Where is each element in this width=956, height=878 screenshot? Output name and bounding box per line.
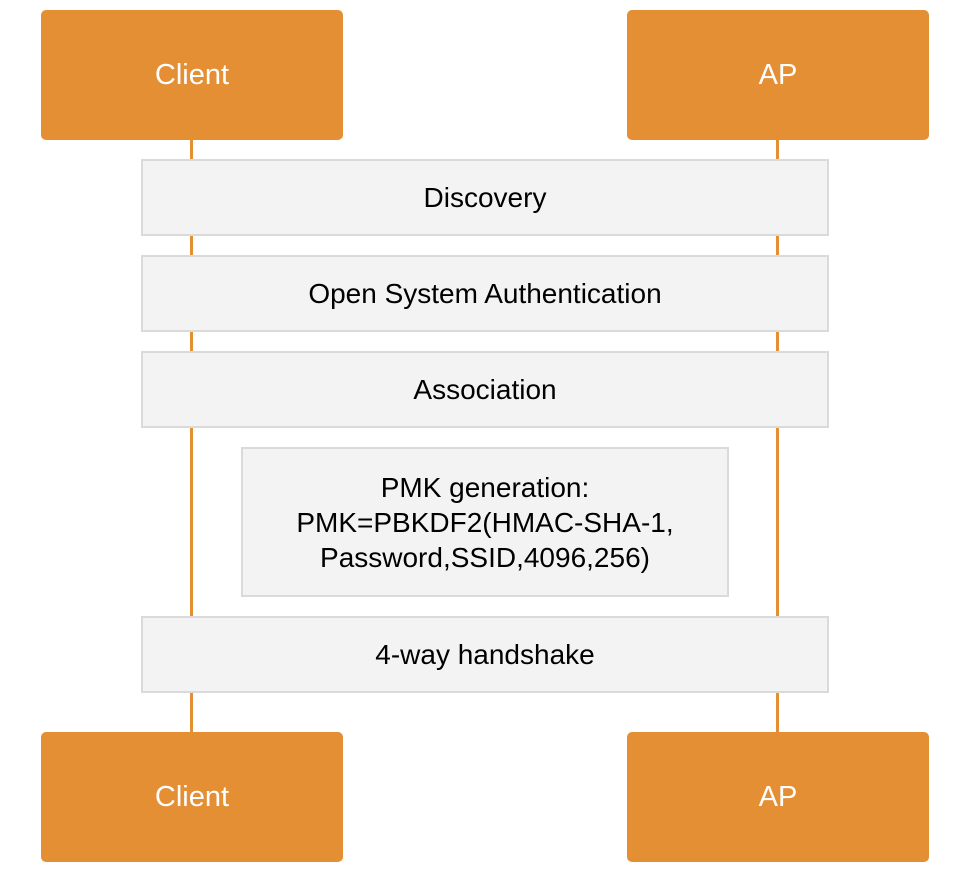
association-step: Association	[141, 351, 829, 428]
client-lifeline	[190, 140, 193, 732]
pmk-formula-line: PMK=PBKDF2(HMAC-SHA-1,	[296, 506, 674, 538]
client-actor-bottom: Client	[41, 732, 343, 862]
discovery-step: Discovery	[141, 159, 829, 236]
ap-actor-top: AP	[627, 10, 929, 140]
client-actor-top: Client	[41, 10, 343, 140]
ap-lifeline	[776, 140, 779, 732]
four-way-handshake-step: 4-way handshake	[141, 616, 829, 693]
open-system-authentication-step: Open System Authentication	[141, 255, 829, 332]
pmk-generation-step: PMK generation: PMK=PBKDF2(HMAC-SHA-1, P…	[241, 447, 729, 597]
pmk-formula-args: Password,SSID,4096,256)	[320, 541, 650, 573]
pmk-generation-title: PMK generation:	[380, 471, 590, 503]
ap-actor-bottom: AP	[627, 732, 929, 862]
